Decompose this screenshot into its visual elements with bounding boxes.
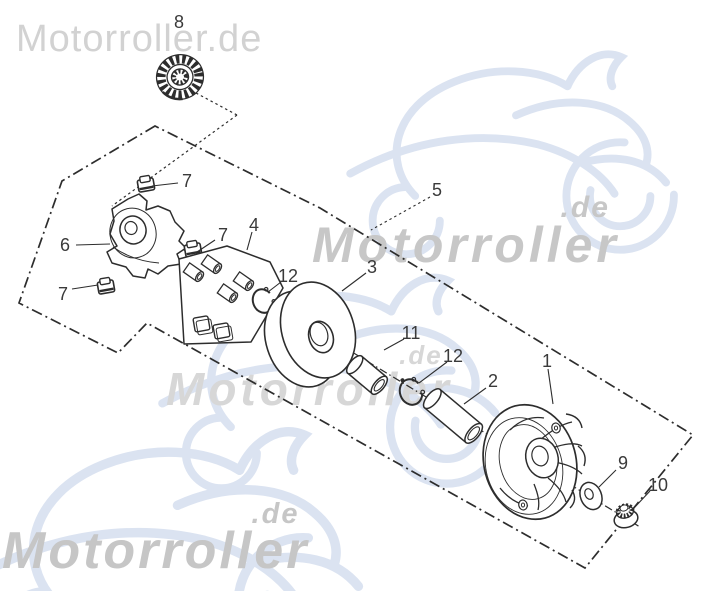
variator-rollers: [182, 254, 255, 304]
part-12-circlip-right: [398, 376, 426, 406]
callout-12b: 12: [443, 346, 463, 366]
callout-7b: 7: [58, 284, 68, 304]
callout-leaders: [71, 182, 651, 509]
watermark-bottom-tld: .de: [251, 498, 300, 530]
part-6-ramp-plate: [106, 193, 187, 279]
callout-6: 6: [60, 235, 70, 255]
callout-8: 8: [174, 12, 184, 32]
watermark-middle-tld: .de: [399, 340, 443, 370]
callout-12a: 12: [278, 266, 298, 286]
site-logo-watermark: Motorroller.de: [16, 18, 263, 60]
part-8-gear: [155, 54, 205, 101]
part-4-roller-block: [178, 245, 284, 345]
callout-numbers: 8 7 6 7 7 4 12 3 5 11 12 2 1 9 10: [58, 12, 668, 495]
part-7-slider-top: [136, 174, 156, 193]
part-3-drive-pulley: [263, 281, 357, 388]
callout-1: 1: [542, 351, 552, 371]
part-1-fan-wheel: [482, 403, 586, 521]
callout-5: 5: [432, 180, 442, 200]
slide-pieces: [192, 315, 234, 343]
part-9-washer: [579, 481, 603, 511]
watermark-center: .de Motorroller: [312, 191, 620, 273]
callout-9: 9: [618, 453, 628, 473]
part-10-nut: [613, 503, 639, 529]
callout-7a: 7: [182, 171, 192, 191]
part-11-bushing: [345, 354, 389, 396]
callout-4: 4: [249, 215, 259, 235]
part-7-slider-bottom-left: [96, 276, 116, 295]
part-5-belt-outline: [17, 125, 695, 570]
callout-2: 2: [488, 371, 498, 391]
callout-10: 10: [648, 475, 668, 495]
watermark-center-tld: .de: [560, 191, 610, 224]
watermark-bottom-left: .de Motorroller: [2, 498, 310, 580]
callout-11: 11: [402, 323, 421, 343]
watermark-center-word: Motorroller: [312, 216, 620, 273]
fan-rim-holes: [518, 422, 561, 511]
watermark-bottom-word: Motorroller: [2, 521, 310, 580]
part-2-sleeve: [422, 388, 484, 444]
callout-7c: 7: [218, 225, 228, 245]
callout-3: 3: [367, 257, 377, 277]
